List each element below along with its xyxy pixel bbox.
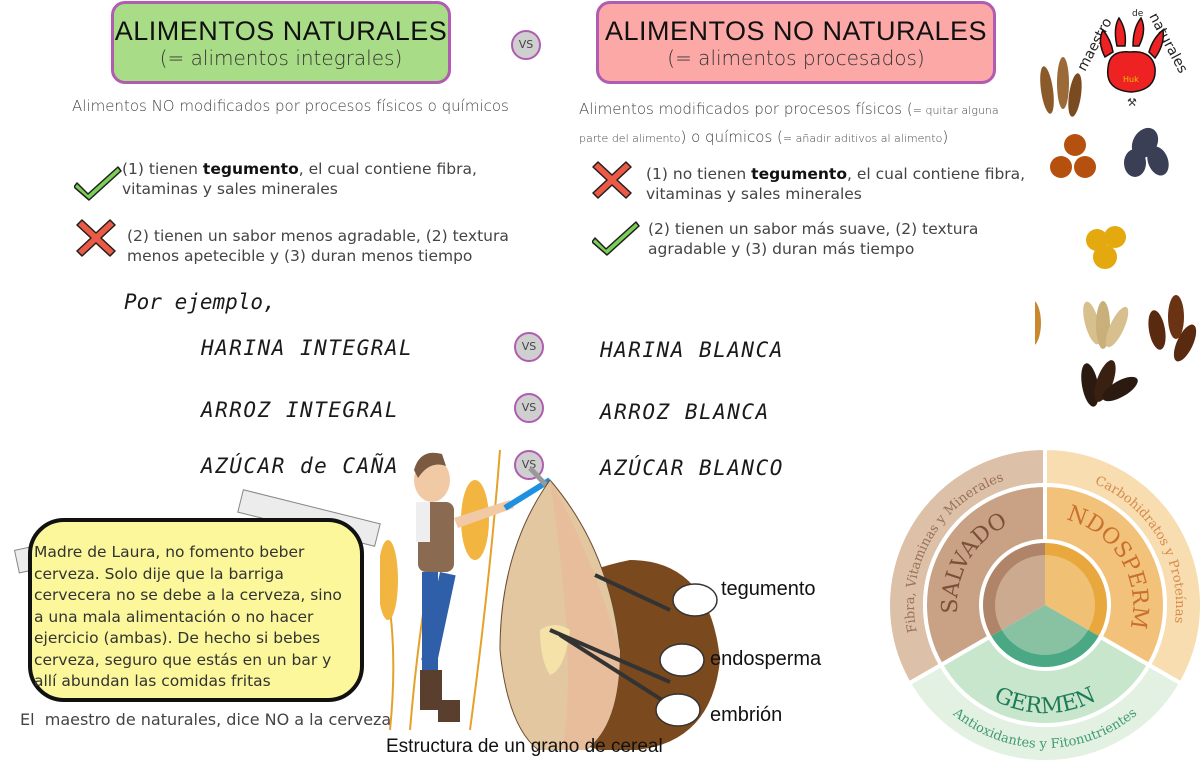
grain-label-tegumento: tegumento [721, 578, 816, 600]
seed-illustrations [1035, 57, 1197, 407]
desc-small: = añadir aditivos al alimento [782, 132, 943, 145]
cross-icon [592, 161, 632, 199]
grain-label-endosperma: endosperma [710, 648, 822, 670]
example-natural-2: ARROZ INTEGRAL [201, 398, 400, 422]
natural-foods-title-box: ALIMENTOS NATURALES (= alimentos integra… [111, 1, 451, 84]
wheel-inner-germen [938, 634, 1152, 727]
examples-heading: Por ejemplo, [124, 290, 276, 314]
oat-icon [1083, 301, 1129, 349]
processed-foods-title-box: ALIMENTOS NO NATURALES (= alimentos proc… [596, 1, 996, 84]
example-natural-1: HARINA INTEGRAL [201, 336, 414, 360]
item-text: (1) no tienen [646, 165, 752, 183]
brown-seed-icon [1148, 295, 1197, 362]
item-text: (1) tienen [122, 160, 203, 178]
example-processed-1: HARINA BLANCA [600, 338, 784, 362]
natural-item-1: (1) tienen tegumento, el cual contiene f… [122, 159, 502, 199]
grain-diagram-caption: Estructura de un grano de cereal [386, 736, 663, 757]
cross-icon [76, 219, 116, 257]
check-icon [592, 221, 640, 256]
hazelnut-icon [1050, 134, 1096, 178]
item-bold: tegumento [751, 165, 847, 183]
item-text: (2) tienen un sabor menos agradable, (2)… [127, 227, 509, 265]
processed-foods-title: ALIMENTOS NO NATURALES [604, 16, 988, 46]
item-bold: tegumento [202, 160, 299, 178]
example-processed-3: AZÚCAR BLANCO [600, 456, 784, 480]
glove-hand-icon [655, 583, 718, 727]
bean-icon [1124, 127, 1169, 177]
vs-badge: VS [511, 30, 541, 60]
teacher-and-grain-illustration [380, 449, 720, 750]
wheat-grain-icon [1035, 301, 1041, 345]
paw-icon [1099, 16, 1165, 93]
desc-part: ) o químicos ( [680, 128, 783, 146]
item-text: , el cual contiene fibra, vitaminas y sa… [122, 160, 477, 198]
grain-label-embrion: embrión [710, 704, 783, 726]
wheel-center-highlight [995, 555, 1095, 655]
natural-foods-description: Alimentos NO modificados por procesos fí… [72, 97, 509, 115]
natural-foods-title: ALIMENTOS NATURALES [114, 16, 448, 46]
wheel-inner-salvado [923, 482, 1047, 668]
pointer-icon [549, 573, 672, 707]
nutrient-wheel: Fibra, Vitaminas y MineralesSALVADOCarbo… [885, 450, 1202, 764]
vs-badge: VS [514, 393, 544, 423]
desc-part: Alimentos modificados por procesos físic… [579, 100, 913, 118]
note-caption: El maestro de naturales, dice NO a la ce… [20, 710, 392, 729]
wheel-center-germen [991, 605, 1099, 667]
desc-small: = quitar alguna parte del alimento [579, 104, 999, 145]
logo-text-mid: de [1132, 9, 1144, 19]
processed-item-1: (1) no tienen tegumento, el cual contien… [646, 164, 1036, 204]
seed-icon [1040, 57, 1082, 117]
example-processed-2: ARROZ BLANCA [600, 400, 770, 424]
teacher-character [414, 452, 562, 722]
wheel-inner-endospermo [1043, 482, 1167, 668]
maestro-de-naturales-logo: maestro de naturales Huk ⚒ [1075, 9, 1191, 109]
pickaxe-icon: ⚒ [1127, 96, 1137, 109]
logo-badge: Huk [1123, 75, 1139, 84]
corn-kernel-icon [1086, 226, 1126, 269]
sunflower-seed-icon [1081, 360, 1138, 407]
check-icon [74, 166, 122, 201]
desc-part: ) [942, 128, 949, 146]
natural-foods-subtitle: (= alimentos integrales) [159, 46, 403, 70]
wheel-center-endospermo [1045, 543, 1107, 636]
wheel-center-salvado [983, 543, 1045, 636]
processed-foods-description: Alimentos modificados por procesos físic… [579, 96, 1029, 152]
example-natural-3: AZÚCAR de CAÑA [201, 454, 400, 478]
processed-foods-subtitle: (= alimentos procesados) [667, 46, 925, 70]
item-text: (2) tienen un sabor más suave, (2) textu… [648, 220, 979, 258]
processed-item-2: (2) tienen un sabor más suave, (2) textu… [648, 219, 1008, 259]
note-box [28, 518, 364, 702]
vs-badge: VS [514, 332, 544, 362]
note-text: Madre de Laura, no fomento beber cerveza… [34, 543, 342, 690]
natural-item-2: (2) tienen un sabor menos agradable, (2)… [127, 226, 537, 266]
item-text: , el cual contiene fibra, vitaminas y sa… [646, 165, 1026, 203]
